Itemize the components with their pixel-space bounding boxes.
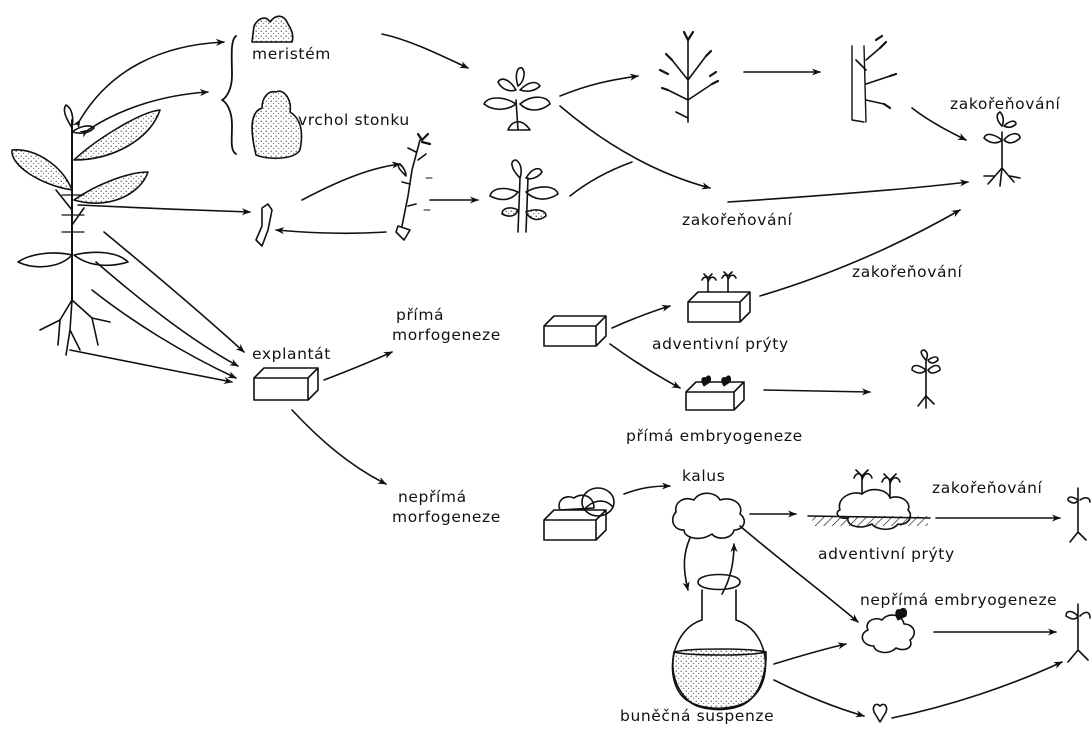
label-meristem: meristém [252, 46, 331, 63]
plantlet-icon [484, 68, 550, 130]
embryo-plantlet-icon [912, 350, 940, 408]
callus-icon [673, 493, 745, 538]
label-rooting-callus: zakořeňování [932, 480, 1042, 497]
explant-block-icon [254, 368, 318, 400]
branched-shoot-icon [660, 32, 718, 122]
cell-suspension-flask-icon [672, 575, 766, 710]
label-direct-embryogenesis: přímá embryogeneze [626, 428, 803, 445]
adventive-shoots-block-icon [688, 292, 750, 322]
direct-embryo-block-icon [686, 382, 744, 410]
direct-block-icon [544, 316, 606, 346]
indirect-block-icon [544, 510, 606, 540]
label-indirect-morphogenesis-line1: nepřímá [398, 488, 467, 506]
label-callus: kalus [682, 468, 725, 485]
elongated-shoot-icon [852, 36, 896, 122]
rooted-plantlet-right-1-icon [1068, 488, 1090, 542]
bottom-embryo-icon [873, 704, 886, 722]
rooted-plantlet-icon [984, 112, 1020, 186]
label-adventive-shoots-direct: adventivní prýty [652, 336, 789, 353]
source-plant-icon [12, 105, 160, 355]
branching-plantlet-icon [490, 160, 558, 232]
label-rooting-top: zakořeňování [950, 96, 1060, 113]
label-rooting-middle: zakořeňování [682, 212, 792, 229]
label-direct-morphogenesis-line2: morfogeneze [392, 326, 501, 344]
nodal-plantlet-icon [396, 134, 432, 240]
label-shoot-tip: vrchol stonku [298, 112, 410, 129]
stem-segment-icon [256, 204, 272, 246]
label-direct-morphogenesis-line1: přímá [396, 306, 444, 324]
meristem-icon [252, 16, 293, 42]
label-cell-suspension: buněčná suspenze [620, 708, 774, 725]
label-rooting-shoots: zakořeňování [852, 264, 962, 281]
label-indirect-embryogenesis: nepřímá embryogeneze [860, 592, 1057, 609]
label-explant: explantát [252, 346, 331, 363]
label-indirect-morphogenesis-line2: morfogeneze [392, 508, 501, 526]
rooted-plantlet-right-2-icon [1066, 604, 1090, 662]
indirect-embryo-icon [862, 615, 914, 652]
shoot-tip-icon [252, 91, 301, 158]
label-adventive-shoots-indirect: adventivní prýty [818, 546, 955, 563]
